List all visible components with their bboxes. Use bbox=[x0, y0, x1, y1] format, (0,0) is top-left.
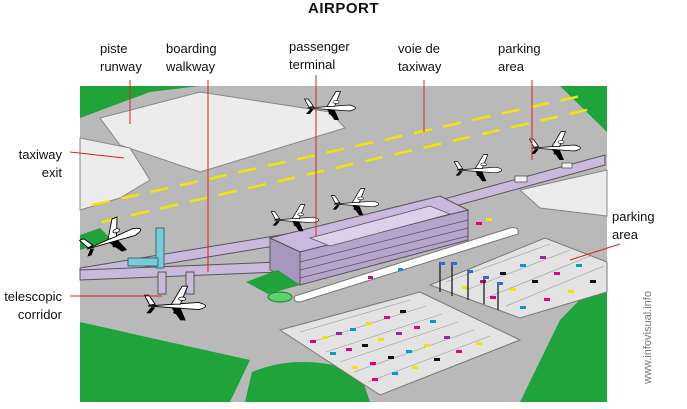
label-runway-line-1: piste bbox=[100, 41, 128, 56]
terminal-windows bbox=[299, 219, 469, 279]
right-pad bbox=[518, 169, 608, 217]
label-boarding-walkway: boarding walkway bbox=[166, 40, 217, 76]
label-parking-area-right-line-1: parking bbox=[612, 209, 655, 224]
corridor-tower-1 bbox=[155, 227, 165, 269]
taxiway-stripe-1 bbox=[91, 93, 586, 207]
label-taxiway-exit: taxiway exit bbox=[14, 146, 62, 182]
green-island bbox=[267, 291, 293, 303]
label-parking-area-right: parking area bbox=[612, 208, 655, 244]
leader-lines bbox=[69, 75, 621, 297]
terminal-upper bbox=[308, 205, 452, 247]
grass-bottom-island bbox=[245, 362, 370, 402]
pole-flags bbox=[440, 262, 503, 285]
label-runway: piste runway bbox=[100, 40, 142, 76]
label-boarding-walkway-line-2: walkway bbox=[166, 59, 216, 74]
label-parking-area-top: parking area bbox=[498, 40, 541, 76]
label-taxiway-exit-line-2: exit bbox=[41, 165, 62, 180]
runway-pad bbox=[99, 91, 346, 173]
grass-top-left bbox=[80, 86, 200, 118]
front-road bbox=[293, 227, 519, 303]
corridor-tower-3 bbox=[157, 271, 167, 295]
label-telescopic-corridor: telescopic corridor bbox=[0, 288, 62, 324]
light-poles bbox=[439, 262, 499, 310]
parking-lot-right bbox=[428, 237, 608, 319]
label-boarding-walkway-line-1: boarding bbox=[166, 41, 217, 56]
label-passenger-terminal-line-1: passenger bbox=[289, 39, 350, 54]
grass-bottom bbox=[80, 322, 250, 402]
corridor-tower-2 bbox=[127, 257, 159, 267]
label-parking-area-top-line-1: parking bbox=[498, 41, 541, 56]
label-taxiway-line-2: taxiway bbox=[398, 59, 442, 74]
parking-lot-front bbox=[278, 291, 522, 396]
label-parking-area-right-line-2: area bbox=[612, 227, 639, 242]
label-telescopic-corridor-line-2: corridor bbox=[17, 307, 62, 322]
gate-boxes bbox=[514, 162, 573, 183]
label-taxiway-line-1: voie de bbox=[398, 41, 440, 56]
label-parking-area-top-line-2: area bbox=[498, 59, 525, 74]
label-taxiway: voie de taxiway bbox=[398, 40, 441, 76]
credit-text: www.infovisual.info bbox=[642, 291, 654, 384]
label-runway-line-2: runway bbox=[100, 59, 142, 74]
page-title: AIRPORT bbox=[308, 0, 379, 17]
taxiway-exit-pad bbox=[79, 137, 151, 211]
label-passenger-terminal-line-2: terminal bbox=[289, 57, 336, 72]
label-taxiway-exit-line-1: taxiway bbox=[18, 147, 62, 162]
parked-cars bbox=[310, 218, 596, 381]
taxiway-stripe-2 bbox=[101, 106, 596, 224]
label-telescopic-corridor-line-1: telescopic bbox=[4, 289, 62, 304]
leader-taxiway-exit bbox=[69, 151, 125, 159]
corridor-tower-4 bbox=[185, 271, 195, 295]
label-passenger-terminal: passenger terminal bbox=[289, 38, 350, 74]
grass-right bbox=[520, 272, 607, 402]
green-patch bbox=[246, 270, 300, 294]
parking-grid-right bbox=[445, 243, 605, 307]
leader-parking-area-right bbox=[569, 243, 621, 261]
